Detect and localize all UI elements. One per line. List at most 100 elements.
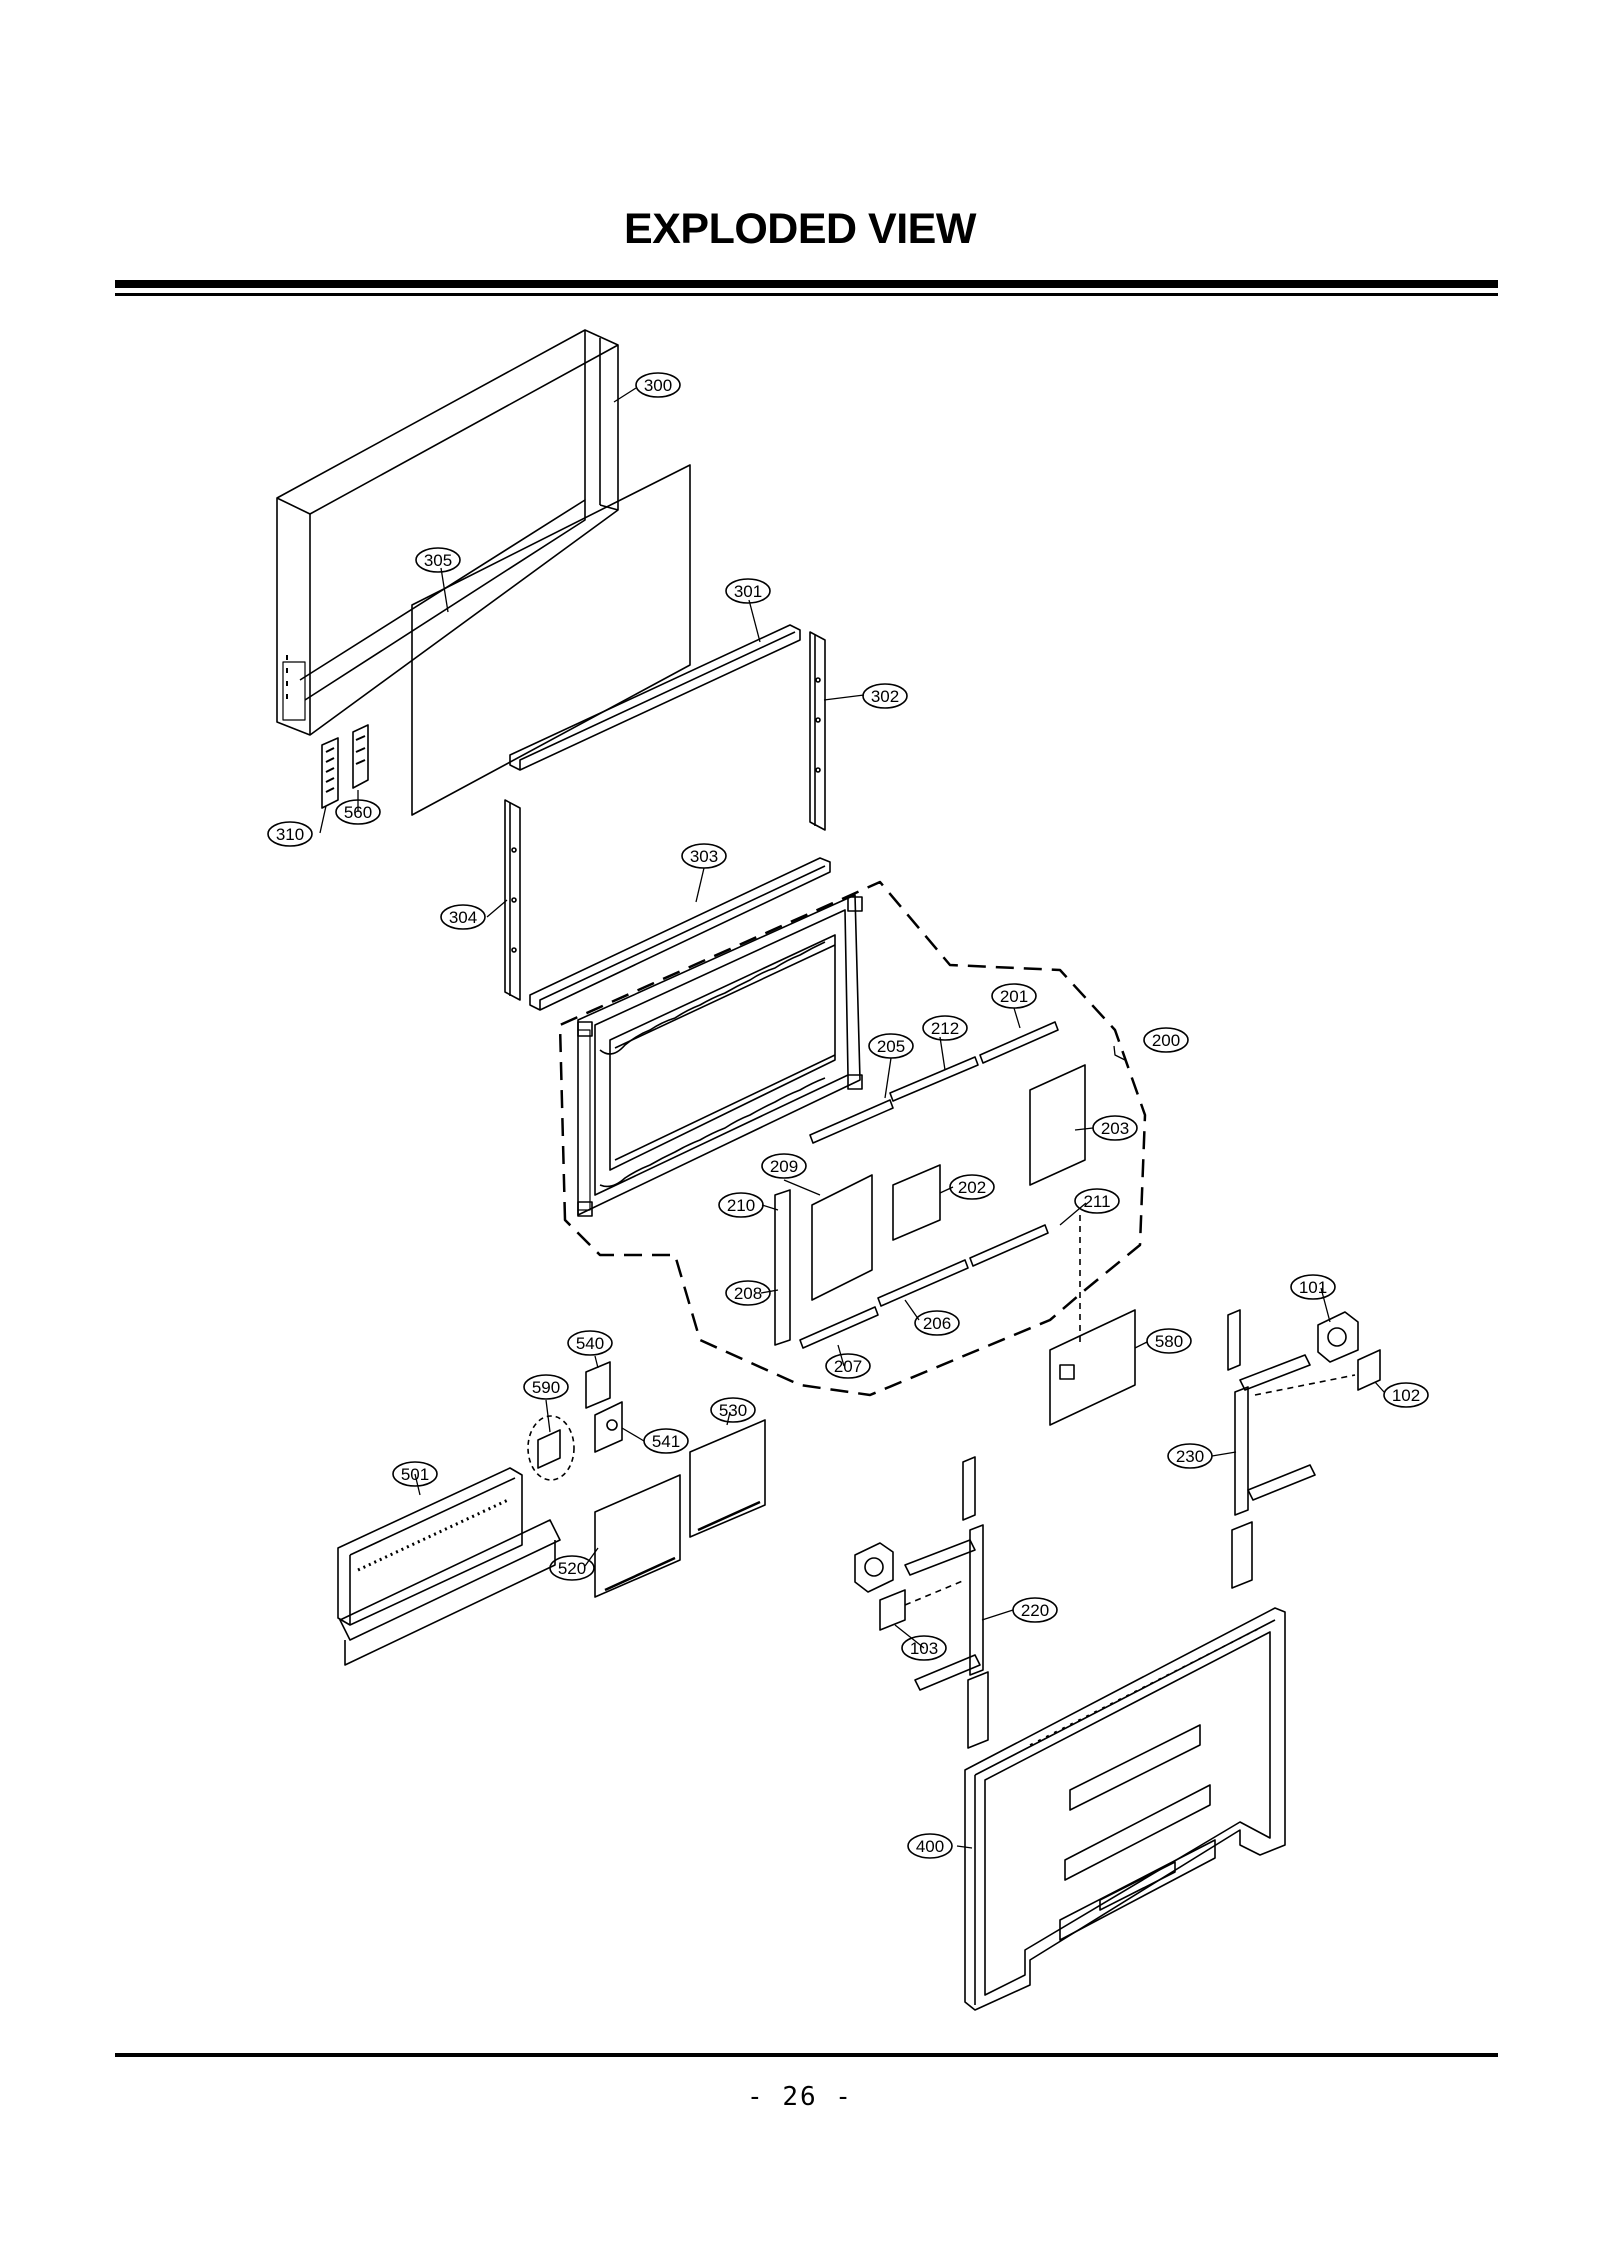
part-103-fan — [854, 1542, 906, 1631]
callout-305: 305 — [415, 547, 461, 573]
callout-230: 230 — [1167, 1443, 1213, 1469]
svg-text:501: 501 — [401, 1465, 429, 1484]
svg-text:202: 202 — [958, 1178, 986, 1197]
svg-text:220: 220 — [1021, 1601, 1049, 1620]
svg-text:206: 206 — [923, 1314, 951, 1333]
svg-text:300: 300 — [644, 376, 672, 395]
svg-text:230: 230 — [1176, 1447, 1204, 1466]
svg-text:303: 303 — [690, 847, 718, 866]
callout-541: 541 — [643, 1428, 689, 1454]
svg-text:302: 302 — [871, 687, 899, 706]
svg-text:520: 520 — [558, 1559, 586, 1578]
svg-text:540: 540 — [576, 1334, 604, 1353]
part-205-bar — [809, 1099, 894, 1144]
footer-rule — [115, 2053, 1498, 2057]
callout-580: 580 — [1146, 1328, 1192, 1354]
page-number: - 26 - — [747, 2082, 853, 2112]
callout-211: 211 — [1074, 1188, 1120, 1214]
svg-text:211: 211 — [1083, 1192, 1110, 1211]
callout-310: 310 — [267, 821, 313, 847]
part-210-bracket — [774, 1189, 791, 1346]
part-590-detail — [527, 1415, 575, 1481]
part-540-board — [585, 1361, 611, 1409]
part-209-board — [811, 1174, 873, 1301]
part-220-bracket — [904, 1456, 989, 1749]
svg-text:560: 560 — [344, 803, 372, 822]
part-310-bracket — [321, 737, 339, 809]
svg-text:400: 400 — [916, 1837, 944, 1856]
part-230-bracket — [1227, 1309, 1356, 1589]
svg-text:102: 102 — [1392, 1386, 1420, 1405]
part-101-fan — [1317, 1311, 1359, 1363]
callout-304: 304 — [440, 904, 486, 930]
svg-text:101: 101 — [1299, 1278, 1327, 1297]
callout-201: 201 — [991, 983, 1037, 1009]
callout-102: 102 — [1383, 1382, 1429, 1408]
callout-208: 208 — [725, 1280, 771, 1306]
svg-text:209: 209 — [770, 1157, 798, 1176]
callout-103: 103 — [901, 1635, 947, 1661]
callout-101: 101 — [1290, 1274, 1336, 1300]
callout-202: 202 — [949, 1174, 995, 1200]
svg-text:103: 103 — [910, 1639, 938, 1658]
part-560-bracket — [352, 724, 369, 789]
part-202-board — [892, 1164, 941, 1241]
part-400-back-cover — [964, 1607, 1286, 2011]
callout-203: 203 — [1092, 1115, 1138, 1141]
part-303-bottom-rail — [529, 857, 831, 1011]
part-305-glass-panel — [411, 464, 691, 816]
callout-207: 207 — [825, 1353, 871, 1379]
callout-205: 205 — [868, 1033, 914, 1059]
part-302-right-rail — [809, 631, 826, 831]
svg-text:200: 200 — [1152, 1031, 1180, 1050]
part-206-bar — [877, 1259, 969, 1307]
part-212-bar — [889, 1056, 979, 1102]
callout-530: 530 — [710, 1397, 756, 1423]
part-102-fan-bracket — [1357, 1349, 1381, 1391]
callout-301: 301 — [725, 578, 771, 604]
part-304-left-rail — [504, 799, 521, 1001]
callout-520: 520 — [549, 1555, 595, 1581]
part-501-speaker-bar — [337, 1467, 561, 1666]
part-200-pdp-panel — [577, 894, 863, 1217]
svg-text:305: 305 — [424, 551, 452, 570]
part-207-bar — [799, 1306, 879, 1349]
page-title: EXPLODED VIEW — [624, 205, 976, 253]
part-530-board — [689, 1419, 766, 1538]
part-520-board — [594, 1474, 681, 1598]
svg-text:590: 590 — [532, 1378, 560, 1397]
part-580-board — [1049, 1215, 1136, 1426]
callout-590: 590 — [523, 1374, 569, 1400]
callout-220: 220 — [1012, 1597, 1058, 1623]
callout-303: 303 — [681, 843, 727, 869]
svg-text:212: 212 — [931, 1019, 959, 1038]
part-211-bar — [969, 1224, 1049, 1267]
callout-212: 212 — [922, 1015, 968, 1041]
svg-text:530: 530 — [719, 1401, 747, 1420]
part-301-top-rail — [509, 624, 801, 771]
svg-text:203: 203 — [1101, 1119, 1129, 1138]
svg-text:207: 207 — [834, 1357, 862, 1376]
leader-lines — [319, 387, 1385, 1849]
callout-540: 540 — [567, 1330, 613, 1356]
svg-text:210: 210 — [727, 1196, 755, 1215]
callout-210: 210 — [718, 1192, 764, 1218]
callout-200: 200 — [1143, 1027, 1189, 1053]
header-rule-thick — [115, 280, 1498, 288]
callout-300: 300 — [635, 372, 681, 398]
callout-302: 302 — [862, 683, 908, 709]
part-200-module-boundary — [558, 880, 1147, 1397]
callout-560: 560 — [335, 799, 381, 825]
svg-text:541: 541 — [652, 1432, 680, 1451]
part-541-bracket — [594, 1401, 623, 1453]
svg-text:208: 208 — [734, 1284, 762, 1303]
svg-text:201: 201 — [1000, 987, 1028, 1006]
svg-text:580: 580 — [1155, 1332, 1183, 1351]
callout-209: 209 — [761, 1153, 807, 1179]
callout-501: 501 — [392, 1461, 438, 1487]
part-300-front-cabinet — [276, 329, 619, 736]
svg-text:310: 310 — [276, 825, 304, 844]
svg-text:205: 205 — [877, 1037, 905, 1056]
part-201-bar — [979, 1021, 1059, 1064]
